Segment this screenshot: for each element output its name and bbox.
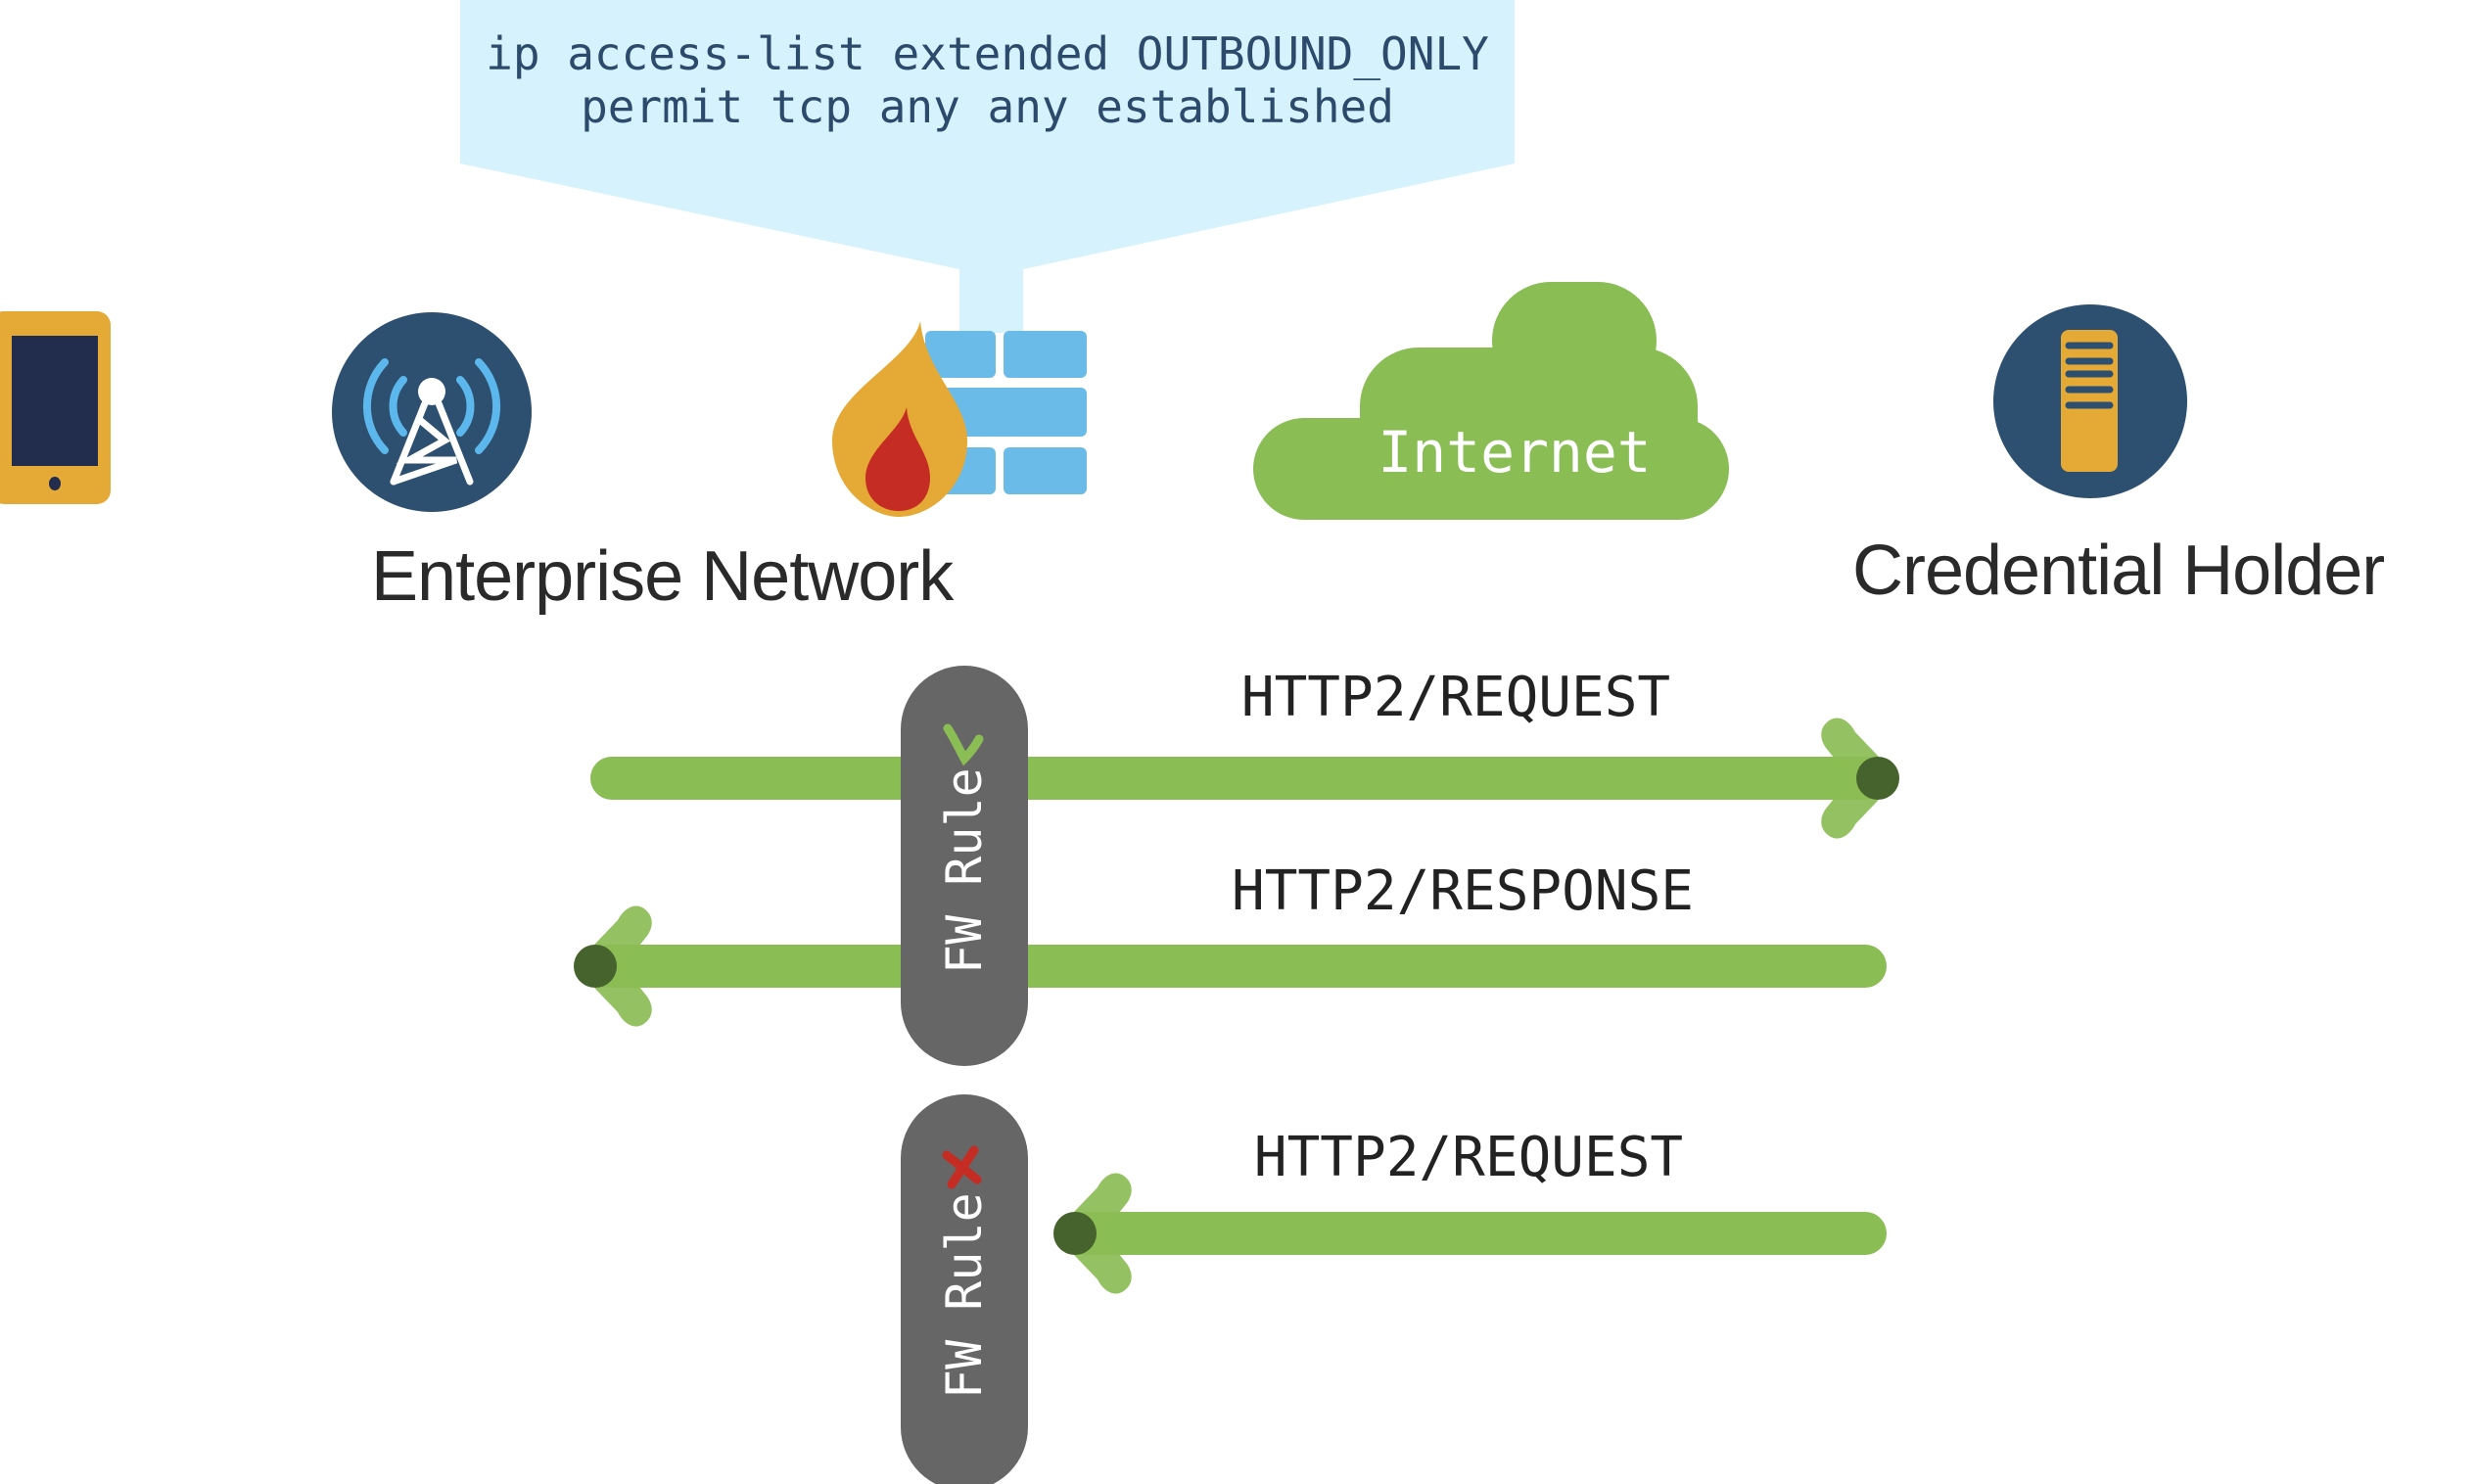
x-mark-icon — [942, 1145, 982, 1189]
acl-line-1: ip access-list extended OUTBOUND_ONLY — [486, 27, 1489, 80]
acl-callout-text: ip access-list extended OUTBOUND_ONLY pe… — [460, 27, 1515, 133]
mobile-phone-icon — [0, 311, 111, 504]
fw-rule-pill-blocked — [901, 1094, 1028, 1484]
fw-rule-label-allowed: FW Rule — [936, 767, 993, 974]
fw-rule-pill-allowed — [901, 666, 1028, 1066]
acl-callout — [460, 0, 1515, 333]
credential-holder-label: Credential Holder — [1852, 532, 2385, 610]
firewall-icon — [832, 321, 1087, 517]
checkmark-icon — [943, 723, 984, 766]
fw-rule-label-blocked: FW Rule — [936, 1192, 993, 1399]
internet-label: Internet — [1378, 419, 1652, 486]
callout-shape — [460, 0, 1515, 333]
flow-label-request-outbound: HTTP2/REQUEST — [1240, 666, 1671, 729]
flow-label-response-inbound: HTTP2/RESPONSE — [1231, 859, 1695, 923]
arrowhead-right — [1821, 718, 1899, 839]
wireless-tower-icon — [332, 312, 532, 512]
cloud-icon — [1253, 282, 1729, 520]
arrowhead-left — [574, 905, 652, 1027]
flow-arrow-request-inbound-blocked — [1053, 1173, 1887, 1294]
server-icon — [1993, 304, 2187, 498]
flow-label-request-inbound-blocked: HTTP2/REQUEST — [1253, 1126, 1684, 1189]
enterprise-network-label: Enterprise Network — [371, 537, 954, 616]
acl-line-2: permit tcp any any established — [581, 80, 1394, 133]
